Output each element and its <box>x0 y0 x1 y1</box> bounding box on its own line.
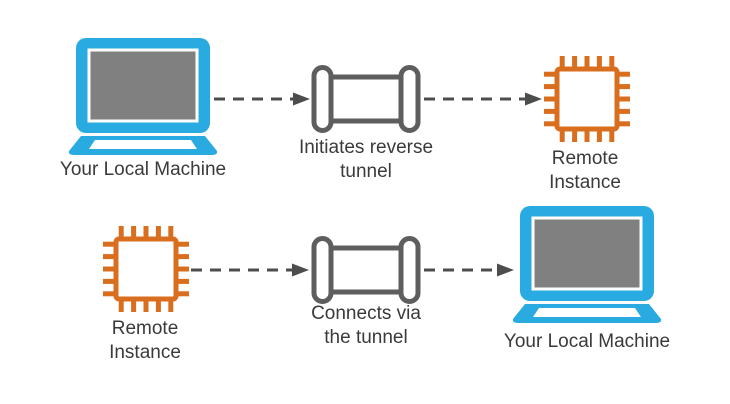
dashed-arrow <box>214 92 310 106</box>
laptop-icon <box>512 206 662 326</box>
tunnel-label: Connects via the tunnel <box>311 303 421 348</box>
tunnel-label: Initiates reverse tunnel <box>298 137 434 182</box>
dashed-arrow <box>424 263 514 277</box>
laptop-label: Your Local Machine <box>503 331 671 352</box>
dashed-arrow <box>424 92 542 106</box>
chip-icon <box>103 226 189 312</box>
chip-icon <box>544 56 630 142</box>
tunnel-icon <box>311 236 421 304</box>
dashed-arrow <box>191 263 309 277</box>
tunnel-icon <box>311 65 421 133</box>
laptop-icon <box>68 38 218 158</box>
chip-label: Remote Instance <box>549 148 621 193</box>
chip-label: Remote Instance <box>109 318 181 363</box>
laptop-label: Your Local Machine <box>59 159 227 180</box>
